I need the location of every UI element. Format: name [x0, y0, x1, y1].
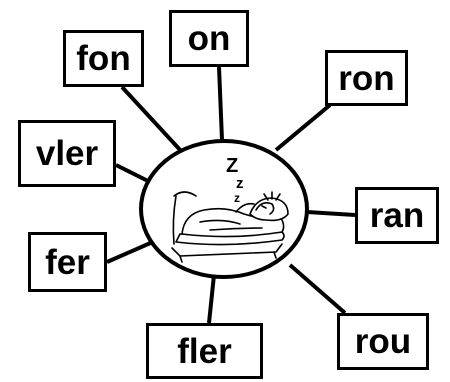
spoke-ran: [306, 210, 356, 217]
word-box-fon: fon: [63, 30, 144, 87]
word-box-fler: fler: [146, 323, 263, 379]
word-box-fer: fer: [28, 232, 107, 292]
word-fon: fon: [76, 39, 131, 78]
spoke-fler: [207, 274, 216, 324]
word-box-vler: vler: [18, 120, 116, 187]
word-box-ran: ran: [355, 187, 439, 244]
word-fer: fer: [45, 242, 90, 282]
word-on: on: [187, 19, 231, 58]
word-box-on: on: [169, 10, 249, 67]
word-box-ron: ron: [325, 50, 408, 106]
spoke-ron: [274, 103, 332, 152]
word-rou: rou: [354, 322, 412, 361]
sleeping-person-icon: [171, 191, 289, 263]
word-ran: ran: [369, 196, 425, 235]
word-ron: ron: [338, 58, 395, 98]
spoke-fon: [120, 85, 184, 154]
snore-z-medium: z: [236, 175, 244, 192]
snore-z-small: z: [234, 191, 240, 205]
spoke-fer: [106, 239, 156, 264]
word-box-rou: rou: [337, 313, 429, 370]
spoke-on: [217, 66, 224, 141]
word-vler: vler: [35, 134, 99, 173]
spoke-vler: [115, 163, 151, 184]
snore-z-large: Z: [226, 155, 238, 177]
spoke-rou: [288, 263, 347, 315]
word-fler: fler: [177, 331, 232, 371]
